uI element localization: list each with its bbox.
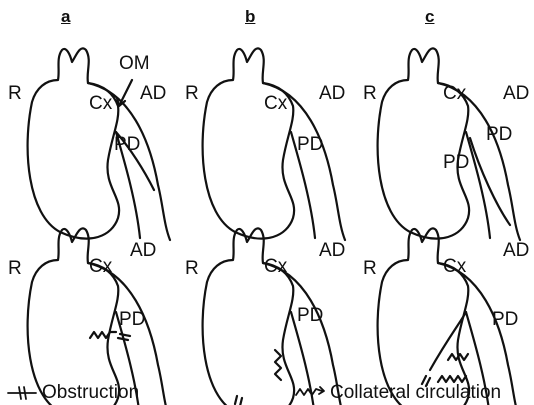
label-cx-a-bottom: Cx — [89, 257, 112, 276]
label-cx-b-top: Cx — [264, 94, 287, 113]
label-ad-a-top: AD — [140, 84, 166, 103]
label-cx-c-top: Cx — [443, 84, 466, 103]
column-label-b: b — [245, 8, 255, 25]
label-r-b-bottom: R — [185, 259, 199, 278]
label-pd-a-top: PD — [114, 135, 140, 154]
column-label-c: c — [425, 8, 434, 25]
label-ad-c-top: AD — [503, 84, 529, 103]
obstruction-symbol — [8, 387, 36, 399]
label-r-c-top: R — [363, 84, 377, 103]
label-pd-c-top-2: PD — [443, 153, 469, 172]
label-cx-c-bottom: Cx — [443, 257, 466, 276]
label-om-a-top: OM — [119, 54, 150, 73]
column-label-a: a — [61, 8, 70, 25]
label-pd-c-bottom: PD — [492, 310, 518, 329]
label-r-c-bottom: R — [363, 259, 377, 278]
label-r-a-bottom: R — [8, 259, 22, 278]
label-ad-b-top: AD — [319, 84, 345, 103]
label-pd-b-top: PD — [297, 135, 323, 154]
label-r-a-top: R — [8, 84, 22, 103]
label-pd-a-bottom: PD — [119, 310, 145, 329]
label-pd-c-top-1: PD — [486, 125, 512, 144]
label-ad-a-bottom: AD — [130, 241, 156, 260]
legend-obstruction-label: Obstruction — [42, 383, 139, 402]
legend-collateral-label: Collateral circulation — [330, 383, 501, 402]
diagram-b-top — [203, 48, 345, 240]
label-pd-b-bottom: PD — [297, 306, 323, 325]
label-cx-a-top: Cx — [89, 94, 112, 113]
label-r-b-top: R — [185, 84, 199, 103]
diagram-a-top — [28, 48, 170, 240]
label-ad-c-bottom: AD — [503, 241, 529, 260]
label-ad-b-bottom: AD — [319, 241, 345, 260]
label-cx-b-bottom: Cx — [264, 257, 287, 276]
